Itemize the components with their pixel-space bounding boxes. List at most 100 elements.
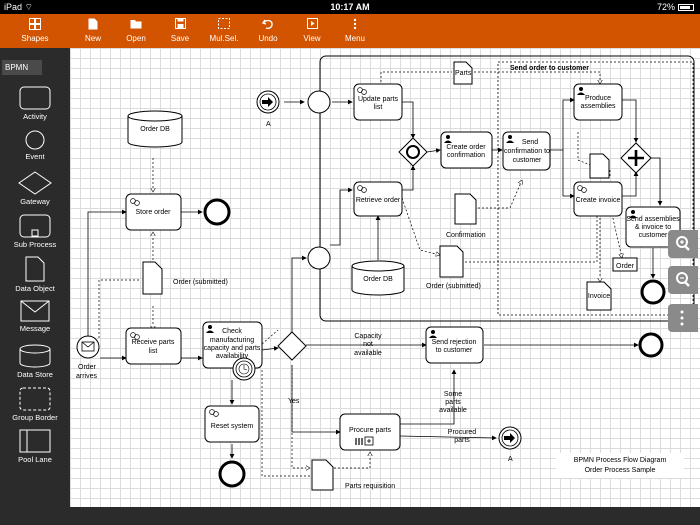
menu-button[interactable]: Menu [338,14,372,48]
task-create-order-confirmation[interactable]: Create order confirmation [440,131,493,169]
palette-item-sub-process[interactable]: Sub Process [0,214,70,249]
receive-parts-label-1: Receive parts [132,339,175,346]
data-object-parts-requisition[interactable]: Parts requisition [311,459,395,491]
task-reset-system[interactable]: Reset system [204,405,260,443]
clock-icon [238,363,250,375]
task-send-confirmation[interactable]: Send confirmation to customer [502,131,551,171]
data-object-order-submitted-left[interactable]: Order (submitted) [142,261,228,295]
reset-system-label: Reset system [211,423,254,430]
user-icon [577,87,585,95]
data-object-parts[interactable]: Parts [453,61,473,85]
new-button[interactable]: New [76,14,110,48]
gear-icon [130,332,140,340]
sub-process-shape-icon [19,214,51,238]
order-db-store-inner[interactable]: Order DB [351,260,405,296]
subprocess-container[interactable] [319,55,695,322]
wifi-icon: ⌔ [24,2,33,12]
link-event-a-top[interactable] [256,90,280,114]
store-order-label: Store order [135,209,171,216]
produce-label-2: assemblies [580,103,616,110]
zoom-in-button[interactable] [668,230,698,258]
task-procure-parts[interactable]: Procure parts [339,413,401,451]
subprocess-start-event-1[interactable] [307,90,331,114]
data-object-order-submitted-inner[interactable]: Order (submitted) [426,245,481,290]
check-label-3: capacity and parts [204,345,261,352]
more-options-button[interactable] [668,304,698,332]
capacity-label-3: available [354,350,382,357]
end-event-reset[interactable] [218,460,246,488]
end-event-store[interactable] [203,198,231,226]
task-send-rejection[interactable]: Send rejection to customer [425,326,484,364]
palette-item-data-object[interactable]: Data Object [0,256,70,293]
multi-select-button[interactable]: Mul.Sel. [205,14,243,48]
multi-instance-icon [355,438,363,445]
send-confirmation-label-3: customer [513,157,542,164]
send-assemblies-label-2: & invoice to [635,224,671,231]
menu-label: Menu [344,34,365,43]
palette-item-activity[interactable]: Activity [0,86,70,121]
procured-parts-label-1: Procured [448,429,477,436]
task-check-manufacturing[interactable]: Check manufacturing capacity and parts a… [202,321,263,369]
open-button[interactable]: Open [119,14,153,48]
task-create-invoice[interactable]: Create invoice [573,181,623,217]
device-label: iPad ⌔ [4,2,33,12]
group-border[interactable] [497,61,694,316]
undo-button[interactable]: Undo [251,14,285,48]
start-message-event[interactable] [76,335,100,359]
gear-icon [130,198,140,206]
data-object-assemblies[interactable] [589,153,610,179]
create-invoice-label: Create invoice [576,197,621,204]
send-assemblies-label-1: Send assemblies [626,216,680,223]
palette-item-group-border[interactable]: Group Border [0,387,70,422]
palette-item-data-store[interactable]: Data Store [0,344,70,379]
pool-lane-shape-icon [19,429,51,453]
diagram-caption[interactable]: BPMN Process Flow Diagram Order Process … [556,453,684,478]
subprocess-start-event-2[interactable] [307,246,331,270]
parallel-gateway[interactable] [620,142,652,174]
view-button[interactable]: View [295,14,329,48]
data-object-confirmation[interactable]: Confirmation [446,193,486,239]
expand-plus-icon[interactable] [364,436,374,446]
diagram-canvas[interactable]: Send order to customer [70,48,700,507]
palette-item-gateway[interactable]: Gateway [0,171,70,206]
task-produce-assemblies[interactable]: Produce assemblies [573,83,623,121]
group-border-shape-icon [19,387,51,411]
task-store-order[interactable]: Store order [125,193,182,231]
event-based-gateway[interactable] [398,137,428,167]
subprocess-end-event[interactable] [640,279,666,305]
create-order-label-1: Create order [446,144,486,151]
subprocess-title: Send order to customer [510,65,589,72]
zoom-out-button[interactable] [668,266,698,294]
save-button[interactable]: Save [163,14,197,48]
user-icon [206,325,214,333]
retrieve-order-label: Retrieve order [356,197,401,204]
parts-requisition-label: Parts requisition [345,483,395,490]
task-retrieve-order[interactable]: Retrieve order [353,181,403,217]
data-object-invoice[interactable]: Invoice [586,281,612,311]
palette-item-message[interactable]: Message [0,300,70,333]
save-label: Save [170,34,190,43]
task-receive-parts-list[interactable]: Receive parts list [125,327,182,365]
exclusive-gateway[interactable] [277,331,307,361]
toolbar: Shapes New Open Save Mul.Sel. Undo View [0,14,700,48]
data-store-shape-icon [19,344,51,368]
task-send-assemblies-invoice[interactable]: Send assemblies & invoice to customer [625,206,681,248]
end-event-rejection[interactable] [638,332,664,358]
palette-item-pool-lane[interactable]: Pool Lane [0,429,70,464]
timer-boundary-event[interactable] [232,357,256,381]
palette-item-event[interactable]: Event [0,130,70,161]
multi-select-icon [205,14,243,34]
order-db-store-top[interactable]: Order DB [127,110,183,148]
some-parts-label-3: available [439,407,467,414]
order-db-inner-label: Order DB [363,276,393,283]
task-update-parts-list[interactable]: Update parts list [353,83,403,121]
link-event-a-bottom[interactable] [498,426,522,450]
status-bar: iPad ⌔ 10:17 AM 72% [0,0,700,14]
procure-parts-label: Procure parts [349,427,392,434]
capacity-label-2: not [363,341,373,348]
data-object-order-small[interactable]: Order [612,257,638,272]
link-arrow-icon [504,433,515,443]
shapes-button[interactable]: Shapes [12,14,58,48]
link-a-bottom-label: A [508,456,513,463]
